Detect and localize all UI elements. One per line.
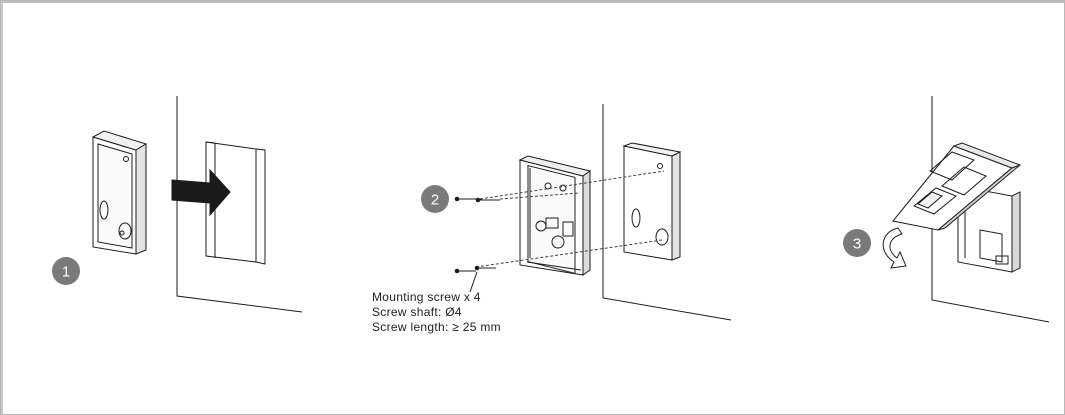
screw-spec-line-1: Mounting screw x 4 (372, 290, 481, 304)
backbox-1 (91, 130, 148, 255)
step-2-illustration (454, 104, 732, 321)
alignment-lines (475, 170, 665, 268)
mounting-plate (518, 155, 592, 276)
step-3-number: 3 (853, 236, 861, 253)
front-panel (892, 142, 1022, 231)
wall-3 (931, 96, 1050, 323)
spec-callout-line (469, 271, 478, 293)
step-2-number: 2 (431, 192, 439, 209)
step-3-badge: 3 (843, 229, 871, 257)
screw-spec-line-2: Screw shaft: Ø4 (372, 305, 462, 319)
step-2-badge: 2 (421, 185, 449, 213)
wall-1 (176, 96, 303, 313)
installed-box (957, 185, 1021, 273)
step-3-illustration (882, 96, 1050, 323)
wall-2 (602, 104, 732, 321)
frame-top-edge (1, 1, 1064, 3)
step-1-number: 1 (62, 264, 70, 281)
backbox-2 (622, 142, 682, 261)
rotate-arrow-icon (882, 227, 907, 269)
frame-left-edge (1, 1, 3, 414)
step-1-illustration (91, 96, 303, 313)
wall-cutout-1 (205, 141, 266, 265)
insert-arrow-icon (171, 168, 231, 217)
step-1-badge: 1 (52, 257, 80, 285)
screw-icon (454, 196, 500, 274)
screw-spec-line-3: Screw length: ≥ 25 mm (372, 320, 501, 334)
screw-spec: Mounting screw x 4 Screw shaft: Ø4 Screw… (372, 290, 501, 334)
